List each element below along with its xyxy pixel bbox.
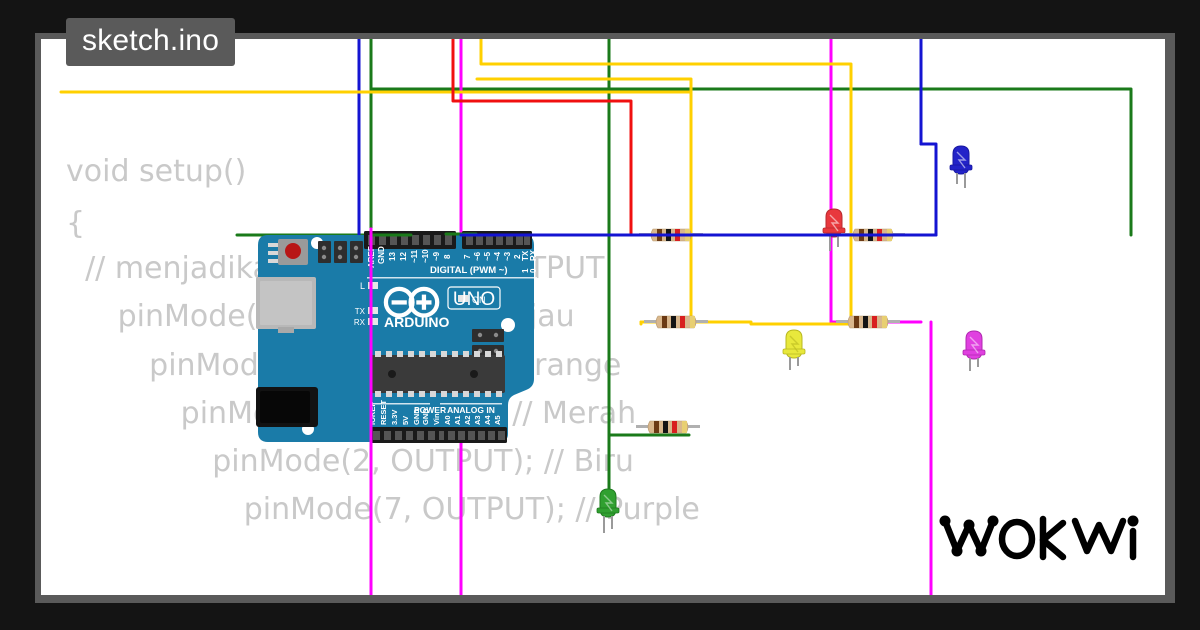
svg-text:GND: GND	[377, 246, 386, 264]
led-green[interactable]	[593, 487, 627, 542]
svg-text:RX: RX	[529, 249, 538, 261]
svg-text:5V: 5V	[401, 416, 410, 425]
svg-text:13: 13	[388, 252, 397, 261]
svg-text:RX: RX	[354, 318, 366, 327]
file-tab-sketch-ino[interactable]: sketch.ino	[66, 18, 236, 66]
svg-text:ON: ON	[472, 295, 486, 305]
resistor-4[interactable]	[836, 312, 900, 337]
svg-text:2: 2	[513, 254, 522, 259]
svg-text:AREF: AREF	[367, 246, 376, 268]
svg-text:L: L	[360, 281, 365, 291]
wokwi-logo	[935, 509, 1140, 570]
resistor-5[interactable]	[636, 417, 700, 442]
atmega-chip	[370, 351, 505, 397]
analog-header-label: ANALOG IN	[447, 405, 495, 415]
power-pin-labels: IOREF RESET 3.3V 5V GND GND Vin	[368, 400, 441, 425]
svg-text:7: 7	[463, 254, 472, 259]
svg-text:~11: ~11	[410, 249, 419, 263]
resistor-1[interactable]	[639, 225, 703, 250]
board-brand-label: ARDUINO	[384, 314, 449, 330]
uno-box	[447, 286, 501, 310]
mounting-hole	[501, 318, 515, 332]
reset-button	[285, 243, 301, 259]
svg-text:12: 12	[399, 252, 408, 261]
led-purple[interactable]	[959, 329, 993, 380]
svg-text:A2: A2	[463, 415, 472, 425]
svg-text:~3: ~3	[503, 251, 512, 261]
svg-text:A5: A5	[493, 415, 502, 425]
svg-text:RESET: RESET	[379, 400, 388, 425]
board-model-label: UNO	[453, 289, 495, 310]
resistor-2[interactable]	[841, 225, 905, 250]
status-leds: L TX RX ON	[354, 281, 486, 327]
svg-text:IOREF: IOREF	[368, 402, 377, 425]
silk-line	[367, 277, 537, 279]
svg-text:~4: ~4	[493, 251, 502, 261]
led-yellow[interactable]	[779, 328, 813, 379]
svg-text:GND: GND	[412, 408, 421, 425]
usb-connector-inner	[260, 281, 312, 325]
digital-header-label: DIGITAL (PWM ~)	[430, 265, 508, 276]
svg-text:0: 0	[529, 268, 538, 273]
svg-text:TX: TX	[521, 250, 530, 261]
icsp2-header	[318, 241, 363, 263]
led-red[interactable]	[819, 207, 853, 258]
svg-text:Vin: Vin	[432, 413, 441, 425]
resistor-3[interactable]	[644, 312, 708, 337]
diagram-canvas[interactable]: void setup() { // menjadikan pin sebagai…	[41, 39, 1165, 595]
svg-text:A4: A4	[483, 415, 492, 425]
svg-text:~9: ~9	[432, 251, 441, 261]
arduino-infinity-logo	[383, 286, 440, 318]
reset-pin	[268, 259, 278, 263]
svg-text:A1: A1	[453, 415, 462, 425]
analog-pin-labels: A0 A1 A2 A3 A4 A5	[443, 415, 502, 425]
svg-text:~5: ~5	[483, 251, 492, 261]
svg-text:8: 8	[443, 254, 452, 259]
usb-connector-tab	[278, 327, 294, 333]
svg-text:A3: A3	[473, 415, 482, 425]
svg-text:1: 1	[521, 268, 530, 273]
svg-text:TX: TX	[355, 307, 366, 316]
reset-pin	[268, 243, 278, 247]
svg-text:3.3V: 3.3V	[390, 410, 399, 425]
reset-pin	[268, 251, 278, 255]
svg-text:~6: ~6	[473, 251, 482, 261]
power-header-label: POWER	[414, 405, 446, 415]
svg-text:GND: GND	[421, 408, 430, 425]
led-blue[interactable]	[946, 144, 980, 195]
svg-text:~10: ~10	[421, 249, 430, 263]
power-jack-inner	[260, 391, 310, 423]
arduino-uno-board[interactable]: AREF GND 13 12 ~11 ~10 ~9 8 7 ~6 ~5 ~4 ~…	[252, 229, 542, 446]
svg-text:A0: A0	[443, 415, 452, 425]
